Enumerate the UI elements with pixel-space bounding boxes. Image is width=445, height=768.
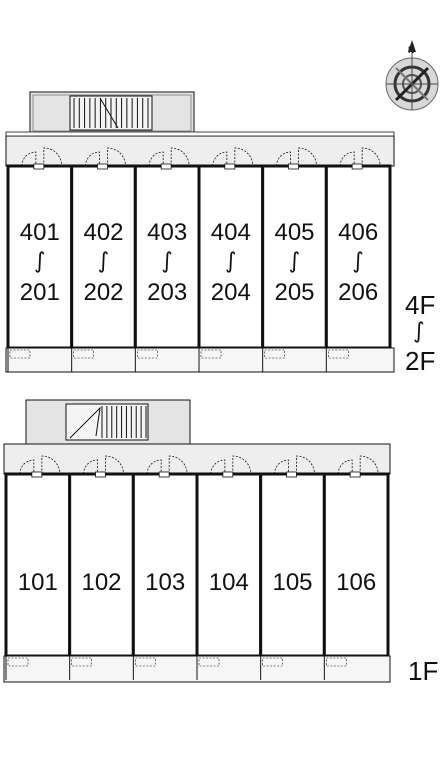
unit-range-separator: ∫ [225, 249, 236, 274]
unit-range-separator: ∫ [34, 249, 45, 274]
unit-number-bottom: 204 [211, 279, 251, 306]
unit-range-separator: ∫ [161, 249, 172, 274]
unit-405-205: 405 ∫ 205 [261, 147, 328, 350]
unit-number-bottom: 206 [338, 279, 378, 306]
floor-separator: ∫ [413, 319, 424, 344]
unit-number-top: 401 [20, 219, 60, 246]
unit-number: 106 [336, 569, 376, 596]
balcony-upper [5, 347, 395, 373]
unit-number-bottom: 203 [147, 279, 187, 306]
unit-103: 103 [131, 455, 199, 658]
unit-number: 101 [18, 569, 58, 596]
unit-406-206: 406 ∫ 206 [324, 147, 392, 350]
unit-number: 104 [209, 569, 249, 596]
unit-range-separator: ∫ [289, 249, 300, 274]
unit-number-bottom: 201 [20, 279, 60, 306]
floor-label-4f: 4F [405, 290, 435, 320]
unit-number: 105 [272, 569, 312, 596]
corridor-lower [3, 443, 391, 475]
unit-105: 105 [259, 455, 326, 658]
upper-block: 401∫201402∫202403∫203404∫204405∫205406∫2… [5, 91, 435, 376]
unit-number: 102 [81, 569, 121, 596]
unit-104: 104 [195, 455, 263, 658]
unit-106: 106 [322, 455, 390, 658]
unit-number-bottom: 202 [83, 279, 123, 306]
unit-number-top: 404 [211, 219, 251, 246]
unit-number-bottom: 205 [274, 279, 314, 306]
compass-rose-icon: N [385, 40, 439, 111]
stair-box-upper [29, 91, 195, 135]
unit-101: 101 [4, 455, 72, 658]
unit-number-top: 403 [147, 219, 187, 246]
unit-404-204: 404 ∫ 204 [197, 147, 265, 350]
floor-label-1f: 1F [408, 656, 438, 686]
unit-range-separator: ∫ [352, 249, 363, 274]
stair-box-lower [25, 399, 191, 445]
floor-label-2f: 2F [405, 346, 435, 376]
unit-number-top: 406 [338, 219, 378, 246]
lower-block: 101 102 103 104 105 106 1F [3, 399, 438, 686]
compass-north-label: N [408, 45, 415, 55]
unit-403-203: 403 ∫ 203 [133, 147, 201, 350]
corridor-upper [5, 135, 395, 167]
unit-402-202: 402 ∫ 202 [70, 147, 137, 350]
unit-102: 102 [68, 455, 135, 658]
unit-number-top: 405 [274, 219, 314, 246]
unit-number-top: 402 [83, 219, 123, 246]
unit-range-separator: ∫ [98, 249, 109, 274]
unit-401-201: 401 ∫ 201 [6, 147, 74, 350]
unit-number: 103 [145, 569, 185, 596]
